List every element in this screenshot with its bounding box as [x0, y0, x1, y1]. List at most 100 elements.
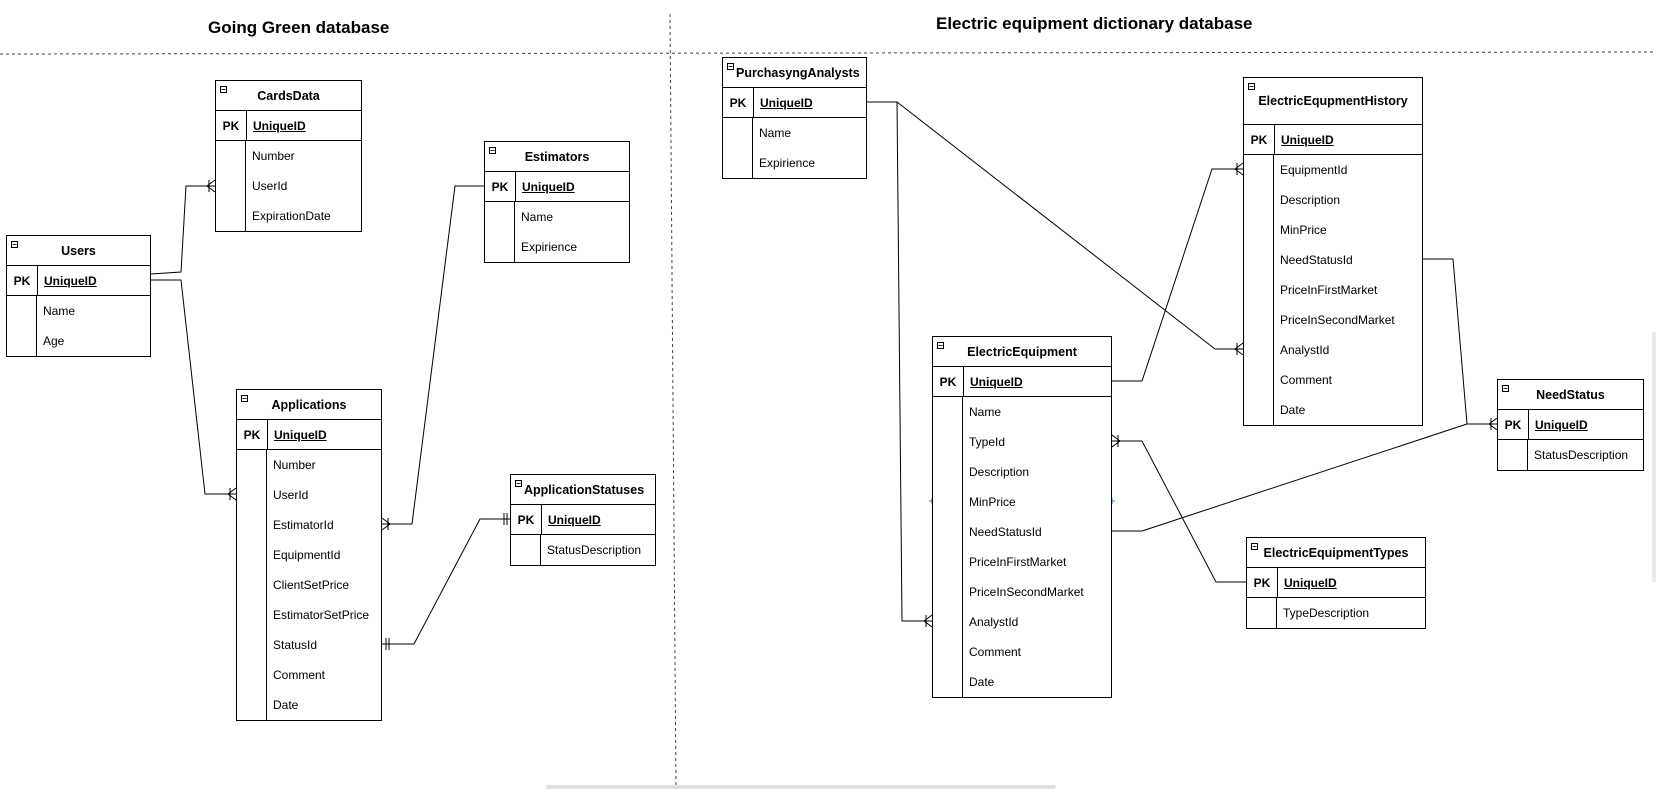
field-row[interactable]: Date — [969, 675, 995, 689]
entity-header[interactable]: −ApplicationStatuses — [511, 475, 655, 505]
minus-square-icon[interactable]: − — [937, 341, 944, 350]
pk-label: PK — [13, 273, 31, 288]
minus-square-icon[interactable]: − — [515, 479, 522, 488]
rel-applicationstatuses-applications[interactable] — [382, 513, 510, 650]
entity-header[interactable]: −PurchasyngAnalysts — [723, 58, 866, 88]
entity-header[interactable]: − Estimators — [485, 142, 629, 172]
field-row[interactable]: PriceInFirstMarket — [1280, 283, 1378, 297]
field-row[interactable]: Age — [43, 334, 65, 348]
minus-square-icon[interactable]: − — [727, 62, 734, 71]
entity-header[interactable]: −ElectricEqupmentHistory — [1244, 78, 1422, 125]
rel-equipment-history[interactable] — [1112, 162, 1244, 382]
field-row[interactable]: Expirience — [759, 156, 816, 170]
field-row[interactable]: Comment — [1280, 373, 1333, 387]
minus-square-icon[interactable]: − — [241, 394, 248, 403]
vertical-scrollbar[interactable] — [1652, 332, 1656, 582]
field-row[interactable]: Name — [759, 126, 792, 140]
pk-field: UniqueID — [246, 111, 306, 140]
field-row[interactable]: Comment — [273, 668, 326, 682]
field-row[interactable]: EquipmentId — [273, 548, 341, 562]
entity-header[interactable]: −ElectricEquipment — [933, 337, 1111, 367]
field-row[interactable]: UserId — [273, 488, 309, 502]
field-row[interactable]: Description — [969, 465, 1030, 479]
rel-users-applications[interactable] — [151, 279, 237, 501]
field-row[interactable]: EquipmentId — [1280, 163, 1348, 177]
rel-types-equipment[interactable] — [1111, 434, 1246, 583]
field-row[interactable]: StatusDescription — [547, 543, 642, 557]
field-row[interactable]: PriceInSecondMarket — [1280, 313, 1395, 327]
pk-field: UniqueID — [963, 367, 1023, 396]
field-row[interactable]: PriceInSecondMarket — [969, 585, 1084, 599]
rel-equipment-needstatus[interactable] — [1112, 423, 1468, 532]
minus-square-icon[interactable]: − — [1248, 82, 1255, 91]
field-row[interactable]: Date — [1280, 403, 1306, 417]
entity-header[interactable]: −Users — [7, 236, 150, 266]
field-row[interactable]: EstimatorSetPrice — [273, 608, 370, 622]
field-row[interactable]: PriceInFirstMarket — [969, 555, 1067, 569]
pk-label: PK — [1250, 132, 1268, 147]
field-row[interactable]: ExpirationDate — [252, 209, 331, 223]
minus-square-icon[interactable]: − — [220, 85, 227, 94]
entity-header[interactable]: −CardsData — [216, 81, 361, 111]
field-row[interactable]: ClientSetPrice — [273, 578, 350, 592]
field-row[interactable]: Expirience — [521, 240, 578, 254]
field-row[interactable]: NeedStatusId — [1280, 253, 1353, 267]
field-row[interactable]: Comment — [969, 645, 1022, 659]
field-row[interactable]: AnalystId — [1280, 343, 1330, 357]
rel-history-needstatus[interactable] — [1423, 258, 1498, 431]
field-row[interactable]: Name — [43, 304, 76, 318]
field-row[interactable]: Number — [273, 458, 316, 472]
field-row[interactable]: Description — [1280, 193, 1341, 207]
field-row[interactable]: MinPrice — [969, 495, 1016, 509]
entity-header[interactable]: −ElectricEquipmentTypes — [1247, 538, 1425, 568]
entity-title: Estimators — [524, 149, 590, 164]
field-row[interactable]: TypeDescription — [1283, 606, 1370, 620]
field-row[interactable]: Name — [969, 405, 1002, 419]
minus-square-icon[interactable]: − — [1502, 384, 1509, 393]
field-row[interactable]: Name — [521, 210, 554, 224]
entity-header[interactable]: −Applications — [237, 390, 381, 420]
minus-square-icon[interactable]: − — [11, 240, 18, 249]
rel-analysts-equipment[interactable] — [867, 101, 933, 628]
field-row[interactable]: StatusId — [273, 638, 318, 652]
minus-square-icon[interactable]: − — [1251, 542, 1258, 551]
field-row[interactable]: UserId — [252, 179, 288, 193]
minus-square-icon[interactable]: − — [489, 146, 496, 155]
rel-estimators-applications[interactable] — [381, 185, 484, 531]
field-row[interactable]: NeedStatusId — [969, 525, 1042, 539]
rel-users-cardsdata[interactable] — [150, 179, 216, 275]
field-row[interactable]: MinPrice — [1280, 223, 1327, 237]
field-row[interactable]: AnalystId — [969, 615, 1019, 629]
horizontal-scrollbar[interactable] — [546, 785, 1056, 789]
field-row[interactable]: Date — [273, 698, 299, 712]
rel-analysts-history[interactable] — [867, 101, 1244, 356]
field-row[interactable]: StatusDescription — [1534, 448, 1629, 462]
pk-field: UniqueID — [515, 172, 575, 201]
entity-header[interactable]: − NeedStatus — [1498, 380, 1643, 410]
field-row[interactable]: TypeId — [969, 435, 1006, 449]
entity-title: NeedStatus — [1536, 387, 1605, 402]
field-row[interactable]: Number — [252, 149, 295, 163]
field-row[interactable]: EstimatorId — [273, 518, 334, 532]
